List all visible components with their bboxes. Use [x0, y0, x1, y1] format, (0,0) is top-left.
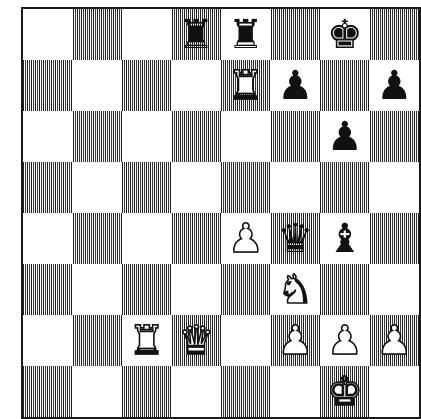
black-bishop-piece[interactable]: ♝: [327, 219, 363, 259]
white-king-piece[interactable]: ♚: [327, 372, 363, 412]
square-d4[interactable]: [172, 213, 222, 264]
square-d5[interactable]: [172, 162, 222, 213]
square-e7[interactable]: ♜: [221, 60, 271, 111]
square-a4[interactable]: [23, 213, 73, 264]
square-d2[interactable]: ♛: [172, 315, 222, 366]
square-a8[interactable]: [23, 9, 73, 60]
square-b3[interactable]: [73, 264, 123, 315]
black-pawn-piece[interactable]: ♟: [376, 66, 412, 106]
square-c6[interactable]: [122, 111, 172, 162]
square-g8[interactable]: ♚: [320, 9, 370, 60]
square-e3[interactable]: [221, 264, 271, 315]
square-a1[interactable]: [23, 366, 73, 417]
square-d6[interactable]: [172, 111, 222, 162]
square-c7[interactable]: [122, 60, 172, 111]
square-h1[interactable]: [370, 366, 420, 417]
square-e5[interactable]: [221, 162, 271, 213]
black-king-piece[interactable]: ♚: [327, 15, 363, 55]
square-c8[interactable]: [122, 9, 172, 60]
black-queen-piece[interactable]: ♛: [277, 219, 313, 259]
square-e1[interactable]: [221, 366, 271, 417]
square-h6[interactable]: [370, 111, 420, 162]
black-pawn-piece[interactable]: ♟: [277, 66, 313, 106]
square-f7[interactable]: ♟: [271, 60, 321, 111]
square-d7[interactable]: [172, 60, 222, 111]
square-f5[interactable]: [271, 162, 321, 213]
square-c4[interactable]: [122, 213, 172, 264]
square-h3[interactable]: [370, 264, 420, 315]
square-f2[interactable]: ♟: [271, 315, 321, 366]
square-g2[interactable]: ♟: [320, 315, 370, 366]
square-e4[interactable]: ♟: [221, 213, 271, 264]
square-b7[interactable]: [73, 60, 123, 111]
square-f1[interactable]: [271, 366, 321, 417]
white-pawn-piece[interactable]: ♟: [277, 321, 313, 361]
square-f8[interactable]: [271, 9, 321, 60]
square-d8[interactable]: ♜: [172, 9, 222, 60]
square-a6[interactable]: [23, 111, 73, 162]
white-pawn-piece[interactable]: ♟: [228, 219, 264, 259]
white-queen-piece[interactable]: ♛: [178, 321, 214, 361]
chess-board: ♜ ♜ ♚ ♜ ♟ ♟ ♟ ♟ ♛ ♝ ♞ ♜ ♛ ♟ ♟ ♟ ♚: [21, 7, 421, 419]
square-b8[interactable]: [73, 9, 123, 60]
square-g6[interactable]: ♟: [320, 111, 370, 162]
square-b5[interactable]: [73, 162, 123, 213]
square-a2[interactable]: [23, 315, 73, 366]
square-e6[interactable]: [221, 111, 271, 162]
square-a3[interactable]: [23, 264, 73, 315]
white-rook-piece[interactable]: ♜: [129, 321, 165, 361]
square-f3[interactable]: ♞: [271, 264, 321, 315]
square-g3[interactable]: [320, 264, 370, 315]
black-rook-piece[interactable]: ♜: [228, 15, 264, 55]
square-b6[interactable]: [73, 111, 123, 162]
white-rook-piece[interactable]: ♜: [228, 66, 264, 106]
square-c2[interactable]: ♜: [122, 315, 172, 366]
square-c3[interactable]: [122, 264, 172, 315]
square-h2[interactable]: ♟: [370, 315, 420, 366]
square-a7[interactable]: [23, 60, 73, 111]
white-pawn-piece[interactable]: ♟: [376, 321, 412, 361]
white-knight-piece[interactable]: ♞: [277, 270, 313, 310]
square-g5[interactable]: [320, 162, 370, 213]
square-b4[interactable]: [73, 213, 123, 264]
square-b2[interactable]: [73, 315, 123, 366]
square-d3[interactable]: [172, 264, 222, 315]
square-h8[interactable]: [370, 9, 420, 60]
square-c5[interactable]: [122, 162, 172, 213]
square-a5[interactable]: [23, 162, 73, 213]
black-pawn-piece[interactable]: ♟: [327, 117, 363, 157]
square-g7[interactable]: [320, 60, 370, 111]
square-h5[interactable]: [370, 162, 420, 213]
square-f4[interactable]: ♛: [271, 213, 321, 264]
square-e2[interactable]: [221, 315, 271, 366]
square-g1[interactable]: ♚: [320, 366, 370, 417]
square-c1[interactable]: [122, 366, 172, 417]
square-h7[interactable]: ♟: [370, 60, 420, 111]
square-f6[interactable]: [271, 111, 321, 162]
black-rook-piece[interactable]: ♜: [178, 15, 214, 55]
square-g4[interactable]: ♝: [320, 213, 370, 264]
square-e8[interactable]: ♜: [221, 9, 271, 60]
square-h4[interactable]: [370, 213, 420, 264]
square-b1[interactable]: [73, 366, 123, 417]
square-d1[interactable]: [172, 366, 222, 417]
white-pawn-piece[interactable]: ♟: [327, 321, 363, 361]
